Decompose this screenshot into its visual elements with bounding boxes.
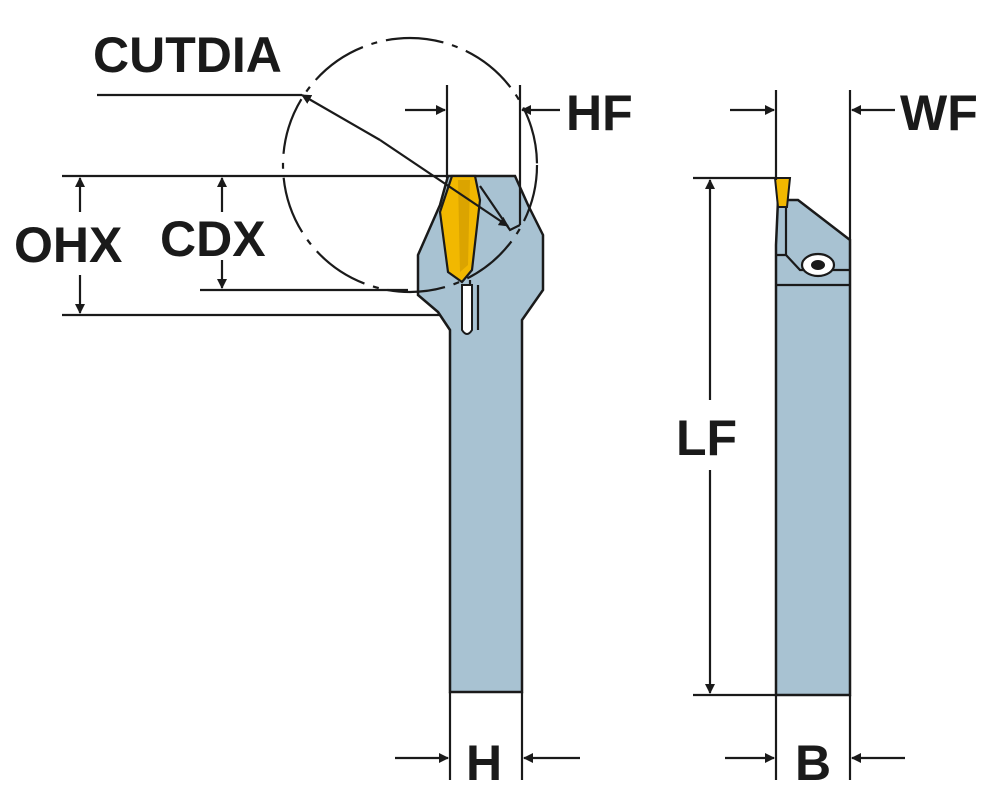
side-view-insert <box>773 177 792 208</box>
cutdia-dimension-arrow <box>301 94 381 141</box>
cutting-diameter-circle <box>281 36 539 294</box>
wf-label: WF <box>900 85 978 141</box>
b-label: B <box>795 735 831 791</box>
lf-label: LF <box>676 410 737 466</box>
side-view <box>773 177 852 697</box>
cdx-label: CDX <box>160 211 266 267</box>
front-view-coolant-slot <box>461 284 473 335</box>
cutdia-label: CUTDIA <box>93 27 282 83</box>
ohx-label: OHX <box>14 217 122 273</box>
h-label: H <box>466 735 502 791</box>
front-view <box>416 174 545 694</box>
front-view-holder-body <box>416 174 545 694</box>
hf-label: HF <box>566 85 633 141</box>
